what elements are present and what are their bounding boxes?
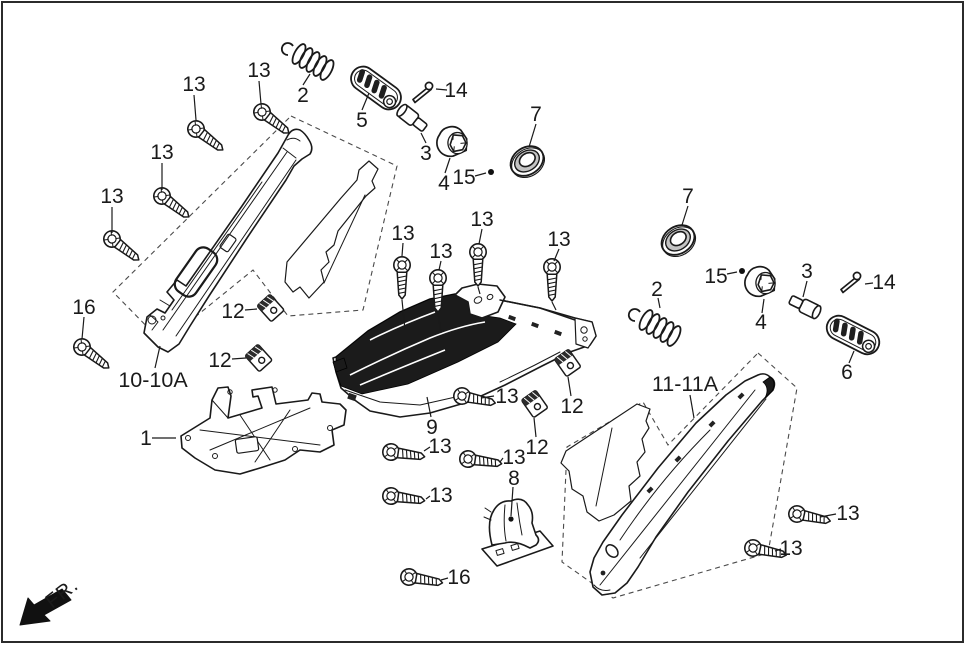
part-9-floor-panel	[332, 283, 597, 418]
callout-14: 14	[872, 271, 896, 294]
part-10-side-cover	[143, 128, 313, 353]
part-8-bracket	[481, 498, 554, 567]
part-10A-liner	[284, 160, 379, 299]
callout-13: 13	[547, 228, 570, 251]
callout-13: 13	[247, 59, 270, 82]
callout-2: 2	[651, 278, 663, 301]
callout-13: 13	[779, 537, 802, 560]
callout-13: 13	[502, 446, 525, 469]
callout-4: 4	[755, 311, 767, 334]
part-15-pin-top	[488, 169, 494, 175]
part-8-leader-dot	[508, 516, 514, 522]
callout-13: 13	[150, 141, 173, 164]
callout-3: 3	[801, 260, 813, 283]
callout-7: 7	[530, 103, 542, 126]
callout-16: 16	[447, 566, 470, 589]
callout-4: 4	[438, 172, 450, 195]
part-1-under-cover	[180, 386, 347, 475]
callout-6: 6	[841, 361, 853, 384]
leader-lines	[81, 73, 874, 581]
callout-12: 12	[221, 300, 244, 323]
callout-1: 1	[140, 427, 152, 450]
callout-7: 7	[682, 185, 694, 208]
callout-12: 12	[560, 395, 583, 418]
callout-12: 12	[525, 436, 548, 459]
callout-15: 15	[452, 166, 475, 189]
callout-13: 13	[428, 435, 451, 458]
callout-9: 9	[426, 416, 438, 439]
part-11-side-cover	[589, 373, 776, 596]
callout-13: 13	[470, 208, 493, 231]
callout-2: 2	[297, 84, 309, 107]
callout-16: 16	[72, 296, 95, 319]
callout-12: 12	[208, 349, 231, 372]
callout-3: 3	[420, 142, 432, 165]
callout-13: 13	[391, 222, 414, 245]
callout-13: 13	[100, 185, 123, 208]
part-11A-liner	[560, 403, 651, 522]
callout-15: 15	[704, 265, 727, 288]
callout-13: 13	[429, 484, 452, 507]
group-label-11-11A: 11-11A	[652, 372, 719, 396]
callout-5: 5	[356, 109, 368, 132]
callout-8: 8	[508, 467, 520, 490]
part-15-pin-right	[739, 268, 745, 274]
group-outline-10-10A	[112, 115, 398, 344]
group-label-10-10A: 10-10A	[118, 368, 188, 392]
callout-13: 13	[495, 385, 518, 408]
fr-direction-arrow	[19, 588, 72, 626]
callout-13: 13	[836, 502, 859, 525]
callout-13: 13	[429, 240, 452, 263]
callout-14: 14	[444, 79, 468, 102]
callout-13: 13	[182, 73, 205, 96]
group-outline-11-11A	[561, 352, 798, 599]
callout-labels: 13 13 13 13 16 2 5 14 3 4 15 7 7 13 13 1…	[42, 59, 896, 613]
